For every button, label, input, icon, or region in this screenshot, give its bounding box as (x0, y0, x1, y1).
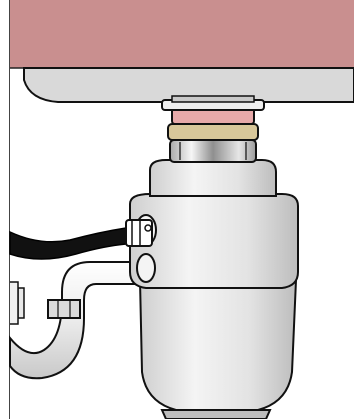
disposer-upper (150, 160, 276, 196)
slip-nut (48, 300, 80, 318)
countertop (10, 0, 354, 68)
drain-outlet (137, 254, 155, 282)
dishwasher-hose (10, 228, 140, 259)
sink-flange (162, 96, 264, 124)
hose-clamp (126, 220, 152, 246)
disposer-lower (140, 280, 296, 410)
left-border (0, 0, 9, 419)
drain-trap (10, 262, 140, 378)
mounting-ring (168, 124, 258, 162)
